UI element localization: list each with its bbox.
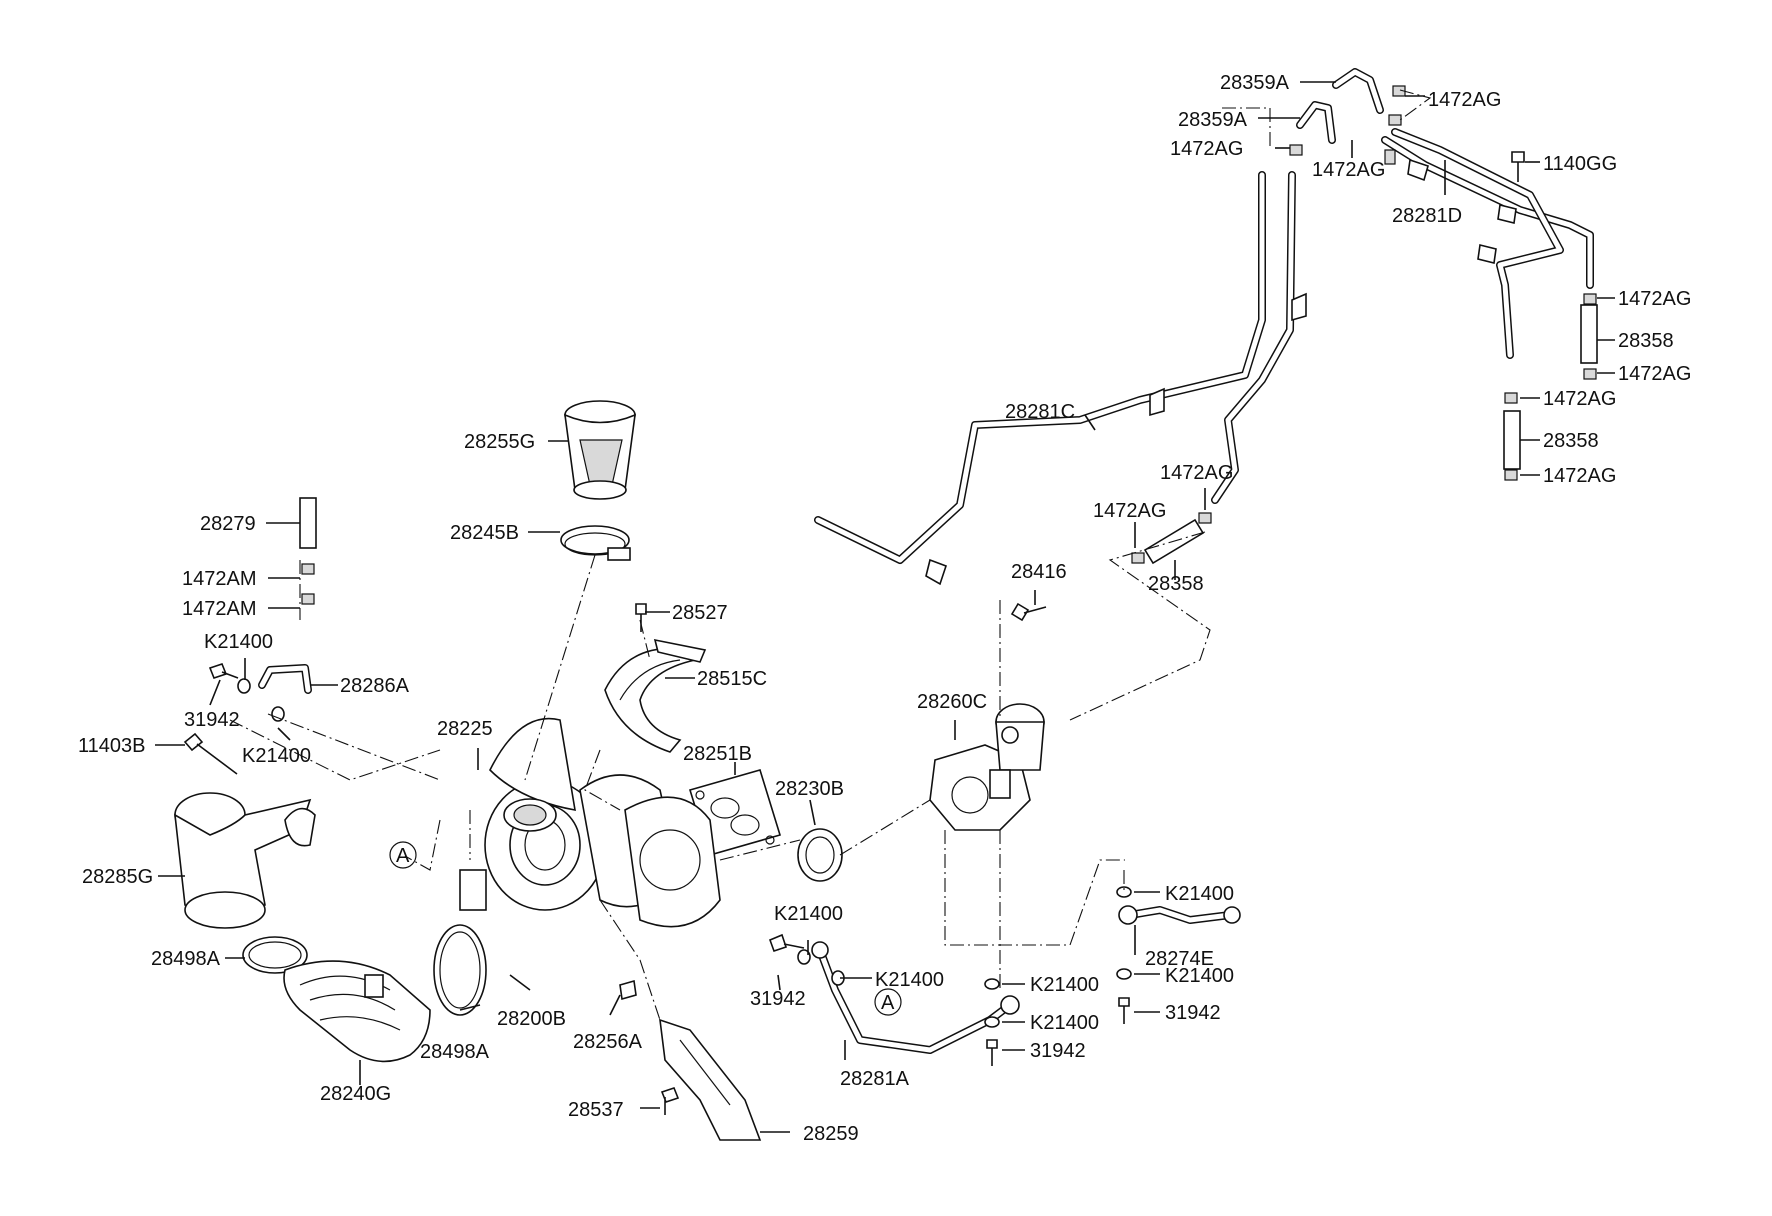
callout-31942-middle: 31942 — [750, 988, 806, 1010]
hose-28279 — [299, 497, 317, 549]
pipe-28281A — [811, 941, 1020, 1054]
callout-K21400-lower-left: K21400 — [242, 745, 311, 767]
callout-31942-center: 31942 — [1030, 1040, 1086, 1062]
hose-28240G — [283, 960, 431, 1063]
callout-28281C: 28281C — [1005, 401, 1075, 423]
callout-labels: 28359A 28359A 1472AG 1472AG 1472AG 1140G… — [78, 72, 1691, 1145]
callout-28240G: 28240G — [320, 1083, 391, 1105]
alignment-lines — [229, 89, 1432, 1021]
callout-28358-right-1: 28358 — [1618, 330, 1674, 352]
clamp-28498A-left — [242, 936, 308, 974]
marker-a-left: A — [396, 845, 410, 867]
hose-28358-right-lower — [1503, 410, 1521, 470]
callout-1472AM-lower: 1472AM — [182, 598, 257, 620]
callout-28416: 28416 — [1011, 561, 1067, 583]
callout-1472AG-middle-1: 1472AG — [1160, 462, 1233, 484]
bracket-28259 — [659, 1018, 762, 1141]
bolts — [183, 151, 1525, 1115]
callout-28230B: 28230B — [775, 778, 844, 800]
callout-1472AM-upper: 1472AM — [182, 568, 257, 590]
hose-clamp-28245B — [560, 525, 631, 561]
callout-28498A-left: 28498A — [151, 948, 221, 970]
callout-28498A-right: 28498A — [420, 1041, 490, 1063]
callout-28285G: 28285G — [82, 866, 153, 888]
callout-K21400-center-1: K21400 — [1030, 974, 1099, 996]
pipe-28281D — [1381, 128, 1594, 359]
callout-1472AG-top-middle: 1472AG — [1312, 159, 1385, 181]
callout-1472AG-right-4: 1472AG — [1543, 465, 1616, 487]
hoses-28359A — [1296, 68, 1384, 144]
gasket-28230B — [797, 828, 843, 882]
leader-lines — [155, 81, 1615, 1133]
callout-1472AG-right-3: 1472AG — [1543, 388, 1616, 410]
callout-28281A: 28281A — [840, 1068, 910, 1090]
callout-1472AG-right-2: 1472AG — [1618, 363, 1691, 385]
callout-28527: 28527 — [672, 602, 728, 624]
callout-28358-middle: 28358 — [1148, 573, 1204, 595]
heat-shield-28515C — [604, 638, 707, 753]
callout-1140GG: 1140GG — [1543, 153, 1617, 175]
turbocharger-28200B — [459, 717, 721, 1001]
callout-28359A-lower: 28359A — [1178, 109, 1248, 131]
clamp-28498A-right — [433, 924, 487, 1016]
callout-28256A: 28256A — [573, 1031, 643, 1053]
hose-28358-right-upper — [1580, 304, 1598, 364]
callout-28200B: 28200B — [497, 1008, 566, 1030]
callout-1472AG-right-1: 1472AG — [1618, 288, 1691, 310]
callout-28358-right-2: 28358 — [1543, 430, 1599, 452]
callout-28225: 28225 — [437, 718, 493, 740]
marker-a-right: A — [881, 992, 895, 1014]
callout-28281D: 28281D — [1392, 205, 1462, 227]
callout-31942-left: 31942 — [184, 709, 240, 731]
pipe-28274E — [1118, 905, 1241, 925]
callout-28251B: 28251B — [683, 743, 752, 765]
pipe-28286A — [258, 664, 312, 694]
intake-pipe-28255G — [564, 400, 636, 500]
callout-K21400-middle-right: K21400 — [875, 969, 944, 991]
egr-valve-28260C — [929, 703, 1045, 831]
callout-K21400-upper-left: K21400 — [204, 631, 273, 653]
callout-28359A-upper: 28359A — [1220, 72, 1290, 94]
callout-1472AG-top-left: 1472AG — [1170, 138, 1243, 160]
callout-11403B: 11403B — [78, 735, 145, 757]
callout-K21400-right-1: K21400 — [1165, 883, 1234, 905]
callout-31942-right: 31942 — [1165, 1002, 1221, 1024]
callout-28260C: 28260C — [917, 691, 987, 713]
callout-28245B: 28245B — [450, 522, 519, 544]
callout-28279: 28279 — [200, 513, 256, 535]
small-clamps — [301, 85, 1597, 605]
callout-28255G: 28255G — [464, 431, 535, 453]
callout-K21400-right-2: K21400 — [1165, 965, 1234, 987]
marker-a-symbols — [389, 841, 902, 1016]
callout-K21400-middle-upper: K21400 — [774, 903, 843, 925]
elbow-28285G — [174, 792, 316, 929]
callout-28286A: 28286A — [340, 675, 410, 697]
callout-28515C: 28515C — [697, 668, 767, 690]
callout-1472AG-middle-2: 1472AG — [1093, 500, 1166, 522]
callout-K21400-center-2: K21400 — [1030, 1012, 1099, 1034]
callout-1472AG-top-right: 1472AG — [1428, 89, 1501, 111]
callout-28537: 28537 — [568, 1099, 624, 1121]
callout-28274E: 28274E — [1145, 948, 1214, 970]
washers — [237, 678, 1132, 1028]
callout-28259: 28259 — [803, 1123, 859, 1145]
oil-feed-pipe-28281C — [814, 171, 1307, 586]
